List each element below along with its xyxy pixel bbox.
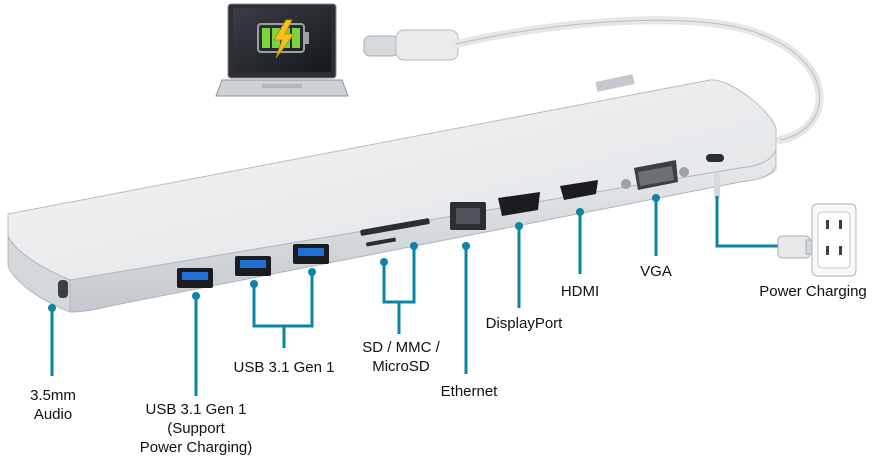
label-audio: 3.5mm Audio — [18, 386, 88, 424]
label-card-reader-line2: MicroSD — [372, 358, 430, 375]
usb-port-3 — [293, 244, 329, 264]
label-ethernet: Ethernet — [440, 383, 498, 400]
hdmi-port — [560, 180, 598, 200]
label-usb-charging-line1: USB 3.1 Gen 1 — [145, 401, 247, 418]
vga-port — [621, 160, 689, 190]
power-outlet-icon — [714, 173, 857, 277]
label-displayport: DisplayPort — [485, 315, 563, 332]
label-usb-charging-line3: Power Charging) — [139, 439, 253, 456]
label-usb: USB 3.1 Gen 1 — [233, 359, 335, 376]
displayport-port — [498, 192, 540, 216]
label-vga: VGA — [640, 263, 672, 280]
microsd-slot — [366, 237, 396, 247]
ports — [58, 154, 724, 298]
leader-card-reader — [382, 246, 416, 334]
label-usb-charging-line2: (Support — [167, 420, 225, 437]
charging-bolt-icon — [273, 19, 295, 59]
usb-port-2 — [235, 256, 271, 276]
usb-c-cable — [363, 16, 824, 144]
label-usb-charging: USB 3.1 Gen 1 (Support Power Charging) — [126, 400, 266, 457]
label-card-reader: SD / MMC / MicroSD — [356, 338, 446, 376]
ethernet-port — [450, 202, 486, 230]
label-card-reader-line1: SD / MMC / — [362, 339, 440, 356]
label-audio-line1: 3.5mm — [30, 387, 76, 404]
label-hdmi: HDMI — [560, 283, 600, 300]
label-power: Power Charging — [759, 283, 867, 300]
usb-port-1 — [177, 268, 213, 288]
audio-jack — [58, 280, 68, 298]
usb-c-power-port — [706, 154, 724, 162]
sd-slot — [360, 218, 430, 236]
laptop-icon — [215, 3, 349, 97]
label-audio-line2: Audio — [33, 406, 73, 423]
leader-usb — [252, 272, 314, 348]
leader-lines — [48, 194, 660, 396]
